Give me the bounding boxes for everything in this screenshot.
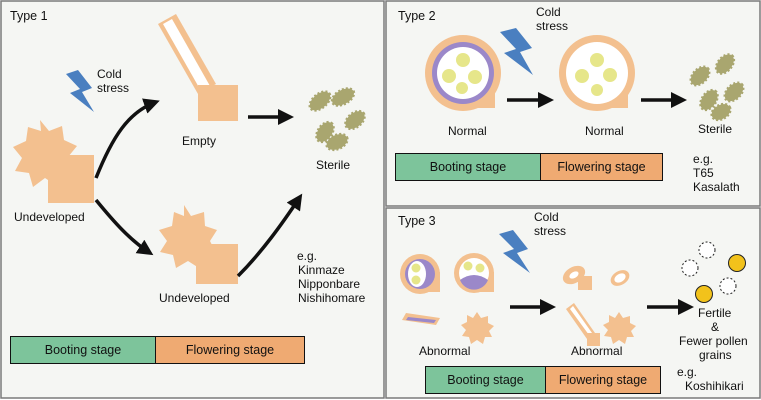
example-cultivar: Kinmaze: [298, 263, 345, 277]
example-cultivar: Kasalath: [693, 180, 740, 194]
examples-type2: e.g. T65 Kasalath: [693, 152, 740, 194]
lightning-icon: [66, 70, 94, 112]
examples-type1: e.g. Kinmaze Nipponbare Nishihomare: [297, 249, 365, 305]
panel-type2-title: Type 2: [398, 9, 436, 23]
example-cultivar: Nipponbare: [298, 277, 361, 291]
abnormal-anther-2: [454, 253, 494, 293]
normal-anther-1: [425, 35, 501, 111]
example-cultivar: Koshihikari: [685, 379, 744, 393]
example-prefix: e.g.: [693, 152, 714, 166]
undeveloped-anther-bottom: [159, 205, 238, 284]
empty-label: Empty: [182, 134, 217, 148]
arrow-undeveloped-to-sterile: [236, 193, 303, 278]
slender-abnormal-anther: [402, 313, 440, 325]
panel-type3-title: Type 3: [398, 214, 436, 228]
arrow-to-undeveloped: [94, 198, 154, 256]
example-prefix: e.g.: [677, 365, 698, 379]
normal-anther-2: [559, 35, 635, 111]
small-undeveloped-anther: [461, 312, 494, 344]
empty-anther: [158, 14, 238, 121]
abnormal-label-1: Abnormal: [419, 344, 471, 358]
abnormal-anther-1: [400, 254, 440, 294]
booting-stage-bar-type3: Booting stage: [425, 366, 546, 394]
example-cultivar: T65: [693, 166, 714, 180]
undeveloped-left-label: Undeveloped: [14, 210, 85, 224]
fertile-label-block: Fertile & Fewer pollen grains: [678, 306, 748, 362]
example-prefix: e.g.: [297, 249, 318, 263]
sterile-label-type2: Sterile: [698, 122, 733, 136]
flowering-stage-bar-type1: Flowering stage: [155, 336, 305, 364]
flowering-stage-bar-type3: Flowering stage: [545, 366, 661, 394]
booting-stage-bar-type2: Booting stage: [395, 153, 541, 181]
example-cultivar: Nishihomare: [298, 291, 366, 305]
lightning-icon: [499, 230, 530, 273]
arrow-to-empty: [94, 98, 160, 179]
sterile-pollen-cluster-type1: [308, 87, 366, 152]
small-undeveloped-anther-flowering: [603, 312, 636, 344]
grains-label: grains: [699, 348, 732, 362]
empty-anther-flowering-top: [610, 270, 630, 286]
abnormal-label-2: Abnormal: [571, 344, 623, 358]
abnormal-anther-flowering-top: [562, 265, 592, 290]
sterile-pollen-cluster-type2: [689, 53, 745, 122]
fewer-pollen-label: Fewer pollen: [679, 334, 748, 348]
lightning-icon: [500, 28, 533, 75]
booting-stage-bar-type1: Booting stage: [10, 336, 156, 364]
fertile-label: Fertile: [698, 306, 732, 320]
normal-label-1: Normal: [448, 124, 487, 138]
flowering-stage-bar-type2: Flowering stage: [540, 153, 663, 181]
empty-slender-anther-flowering: [566, 303, 600, 346]
cold-stress-label: Cold stress: [534, 210, 567, 238]
undeveloped-bottom-label: Undeveloped: [159, 291, 230, 305]
pollen-grains-type3: [681, 241, 746, 303]
cold-stress-label: Cold stress: [536, 5, 569, 33]
ampersand-label: &: [711, 320, 720, 334]
examples-type3: e.g. Koshihikari: [677, 365, 744, 393]
panel-type1-title: Type 1: [10, 9, 48, 23]
normal-label-2: Normal: [585, 124, 624, 138]
cold-stress-label: Cold stress: [97, 67, 130, 95]
undeveloped-anther-left: [13, 120, 94, 203]
sterile-label-type1: Sterile: [316, 158, 351, 172]
